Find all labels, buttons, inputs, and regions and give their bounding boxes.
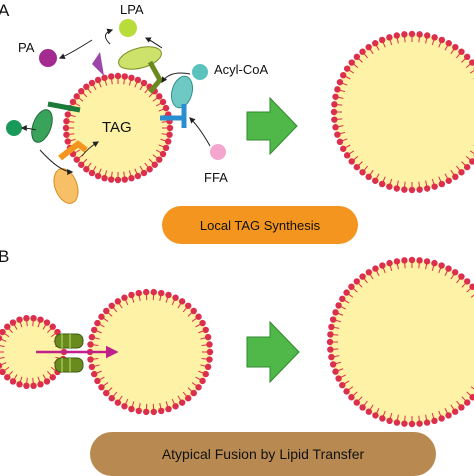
pa-label: PA: [18, 40, 35, 55]
panel-b-letter: B: [0, 247, 9, 266]
acylcoa-label: Acyl-CoA: [214, 62, 269, 77]
lipid-droplet-large: [331, 31, 474, 193]
transition-arrow-b: [247, 322, 299, 382]
lpa-label: LPA: [120, 2, 144, 17]
pa-molecule: [39, 49, 57, 67]
panel-a-letter: A: [0, 1, 10, 20]
ffa-molecule: [210, 144, 226, 160]
local-tag-synthesis-label: Local TAG Synthesis: [162, 206, 358, 244]
local-tag-synthesis-text: Local TAG Synthesis: [200, 218, 320, 233]
atypical-fusion-text: Atypical Fusion by Lipid Transfer: [162, 446, 364, 462]
acylcoa-molecule: [192, 64, 208, 80]
lpa-molecule: [119, 19, 137, 37]
transition-arrow-a: [247, 98, 297, 154]
product-molecule: [6, 120, 22, 136]
tag-label: TAG: [102, 119, 132, 136]
atypical-fusion-label: Atypical Fusion by Lipid Transfer: [90, 432, 436, 476]
lipid-droplet-fused: [327, 257, 474, 427]
ffa-label: FFA: [204, 170, 228, 185]
